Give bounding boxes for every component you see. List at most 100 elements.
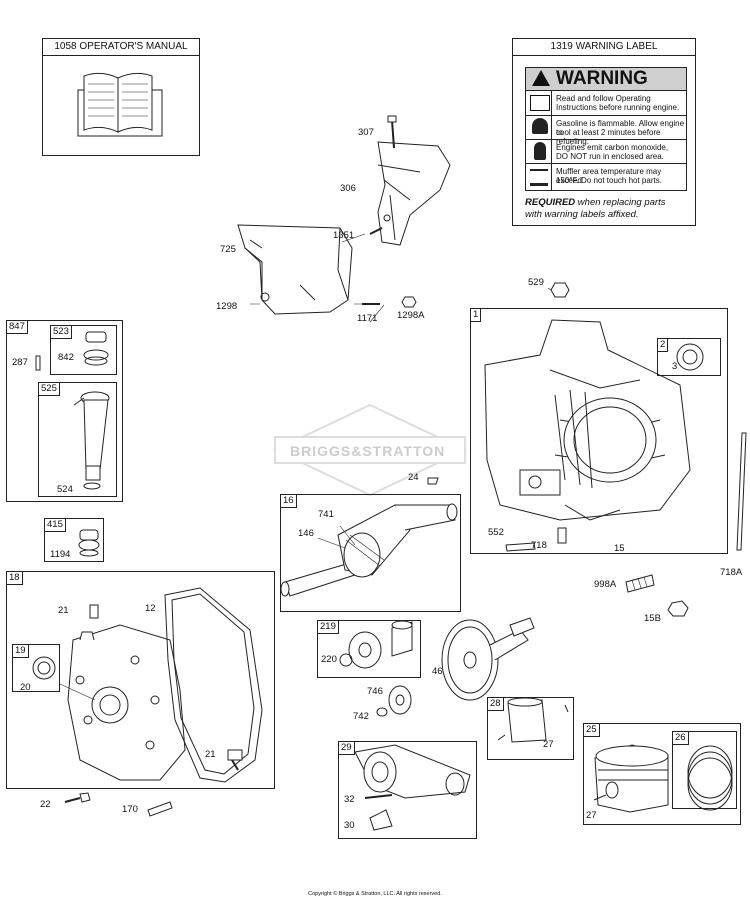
crankcase-box	[470, 308, 728, 554]
required-line-2: with warning labels affixed.	[525, 209, 639, 220]
flame-icon	[532, 118, 548, 134]
seal-box	[657, 338, 721, 376]
book-icon	[77, 72, 163, 137]
crankcase-block-part	[484, 319, 691, 521]
dipstick-assembly	[35, 331, 110, 490]
label-746: 746	[367, 686, 383, 697]
rings-box	[672, 731, 737, 809]
tag-26: 26	[672, 731, 689, 745]
gear-219-box	[317, 620, 421, 678]
warning-line-2: Instructions before running engine.	[556, 103, 680, 112]
tag-525: 525	[38, 382, 60, 396]
required-rest: when replacing parts	[575, 197, 666, 208]
label-30: 30	[344, 820, 355, 831]
dipstick-cap-box	[50, 325, 117, 375]
tag-523: 523	[50, 325, 72, 339]
cover-box	[6, 571, 275, 789]
camshaft-gear-part	[441, 617, 535, 701]
decal-divider-1	[526, 115, 686, 116]
label-718A: 718A	[720, 567, 743, 578]
warning-line-3: Gasoline is flammable. Allow engine to	[556, 119, 685, 137]
warning-decal: WARNING Read and follow Operating Instru…	[525, 67, 687, 191]
warning-line-7: Muffler area temperature may exceed	[556, 167, 662, 185]
blower-housing-part	[237, 224, 353, 315]
tag-18: 18	[6, 571, 23, 585]
decal-icon-divider	[551, 90, 552, 190]
label-742: 742	[353, 711, 369, 722]
required-note: REQUIRED when replacing parts with warni…	[525, 197, 665, 221]
label-20: 20	[20, 682, 31, 693]
crankcase-cover-part	[67, 604, 186, 781]
label-22: 22	[40, 799, 51, 810]
label-24: 24	[408, 472, 419, 483]
label-15B: 15B	[644, 613, 661, 624]
label-741: 741	[318, 509, 334, 520]
dipstick-box	[6, 320, 123, 502]
label-15: 15	[614, 543, 625, 554]
operators-manual-box: 1058 OPERATOR'S MANUAL	[42, 38, 200, 156]
tag-2: 2	[657, 338, 669, 352]
warning-triangle-icon	[532, 70, 550, 86]
oil-fill-plug-box	[44, 518, 104, 562]
crankshaft-part	[280, 503, 458, 597]
label-1171: 1171	[357, 313, 378, 324]
piston-part	[593, 744, 669, 813]
label-1298: 1298	[216, 301, 238, 312]
tag-25: 25	[583, 723, 600, 737]
label-146: 146	[298, 528, 314, 539]
label-998A: 998A	[594, 579, 617, 590]
tag-847: 847	[6, 320, 28, 334]
dipstick-tube-box	[38, 382, 117, 497]
wrist-pin-box	[487, 697, 574, 760]
label-12: 12	[145, 603, 156, 614]
label-220: 220	[321, 654, 337, 665]
operators-manual-title: 1058 OPERATOR'S MANUAL	[43, 39, 199, 56]
tag-219: 219	[317, 620, 339, 634]
watermark-logo	[272, 403, 468, 497]
tag-1: 1	[470, 308, 482, 322]
piston-box	[583, 723, 741, 825]
tag-28: 28	[487, 697, 504, 711]
label-725: 725	[220, 244, 236, 255]
label-1194: 1194	[50, 549, 71, 560]
required-bold: REQUIRED	[525, 197, 576, 208]
warning-heading-bar: WARNING	[526, 68, 686, 91]
warning-label-title: 1319 WARNING LABEL	[513, 39, 695, 56]
warning-heading: WARNING	[556, 68, 648, 89]
label-1351: 1351	[333, 230, 355, 241]
connecting-rod-part	[354, 744, 471, 831]
warning-line-1: Read and follow Operating	[556, 94, 651, 103]
copyright-note: Copyright © Briggs & Stratton, LLC. All …	[308, 891, 442, 897]
hot-surface-icon	[530, 169, 548, 186]
label-718: 718	[531, 540, 547, 551]
label-307: 307	[358, 127, 374, 138]
label-46: 46	[432, 666, 443, 677]
warning-line-8: 150°F. Do not touch hot parts.	[556, 176, 662, 185]
tag-16: 16	[280, 494, 297, 508]
label-552: 552	[488, 527, 504, 538]
label-306: 306	[340, 183, 356, 194]
tag-19: 19	[12, 644, 29, 658]
con-rod-box	[338, 741, 477, 839]
warning-label-box: 1319 WARNING LABEL WARNING Read and foll…	[512, 38, 696, 226]
cover-seal-box	[12, 644, 60, 692]
warning-line-4: cool at least 2 minutes before refueling…	[556, 128, 661, 146]
warning-line-6: DO NOT run in enclosed area.	[556, 152, 664, 161]
tag-29: 29	[338, 741, 355, 755]
label-21-top: 21	[58, 605, 69, 616]
decal-divider-3	[526, 163, 686, 164]
person-icon	[534, 142, 546, 160]
decal-divider-2	[526, 139, 686, 140]
label-32: 32	[344, 794, 355, 805]
watermark-text: BRIGGS&STRATTON	[290, 443, 446, 459]
warning-line-5: Engines emit carbon monoxide,	[556, 143, 669, 152]
label-529: 529	[528, 277, 544, 288]
manual-read-icon	[530, 95, 550, 111]
label-524: 524	[57, 484, 73, 495]
label-842: 842	[58, 352, 74, 363]
label-27-piston: 27	[586, 810, 597, 821]
crankshaft-box	[280, 494, 461, 612]
label-21-bottom: 21	[205, 749, 216, 760]
label-27-pin: 27	[543, 739, 554, 750]
